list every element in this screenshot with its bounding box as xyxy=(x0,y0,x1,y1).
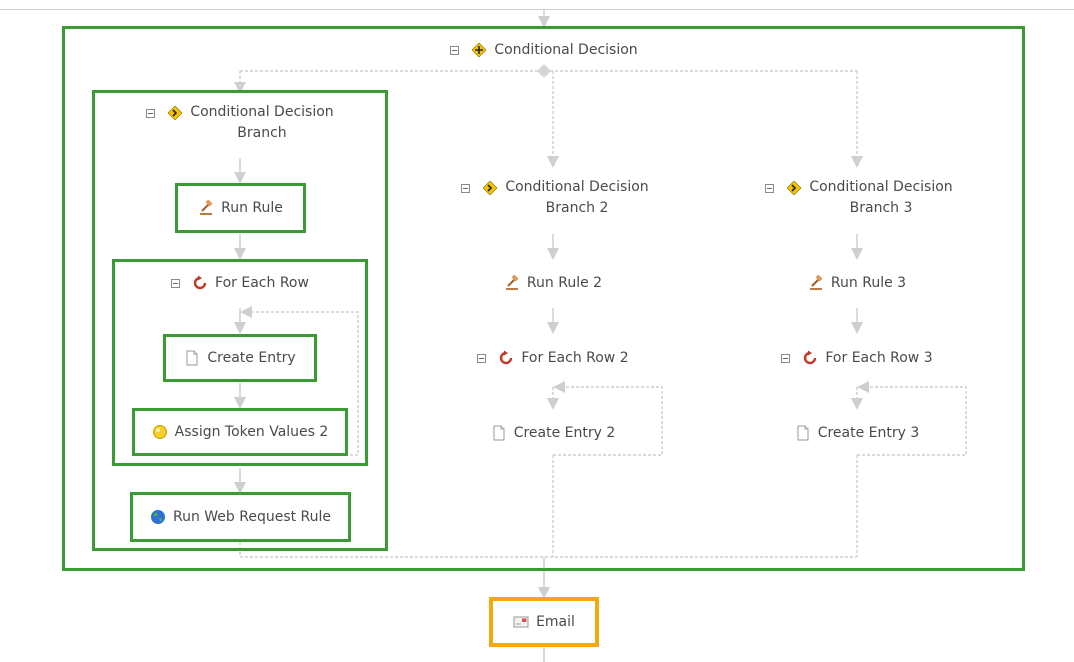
create-entry-highlight xyxy=(163,334,317,382)
branch-icon xyxy=(482,180,498,196)
create-entry-3-node[interactable]: Create Entry 3 xyxy=(787,421,927,445)
email-node[interactable]: Email xyxy=(494,610,594,634)
globe-icon xyxy=(150,509,166,525)
branch-3-node[interactable]: Conditional Decision Branch 3 xyxy=(744,177,974,221)
conditional-decision-icon xyxy=(471,42,487,58)
root-conditional-decision-node[interactable]: Conditional Decision xyxy=(430,38,658,62)
collapse-toggle-icon[interactable] xyxy=(461,184,471,193)
gavel-icon xyxy=(198,200,214,216)
collapse-toggle-icon[interactable] xyxy=(477,353,487,363)
for-each-row-node[interactable]: For Each Row xyxy=(150,271,330,295)
branch-icon xyxy=(786,180,802,196)
conditional-decision-container xyxy=(62,26,1025,571)
run-rule-2-node[interactable]: Run Rule 2 xyxy=(493,271,613,295)
document-icon xyxy=(795,425,811,441)
branch-1-container xyxy=(92,90,388,551)
loop-icon xyxy=(498,350,514,366)
run-web-request-highlight xyxy=(130,492,351,542)
branch-2-node[interactable]: Conditional Decision Branch 2 xyxy=(440,177,670,221)
gavel-icon xyxy=(808,275,824,291)
gavel-icon xyxy=(504,275,520,291)
create-entry-2-node[interactable]: Create Entry 2 xyxy=(483,421,623,445)
for-each-row-2-node[interactable]: For Each Row 2 xyxy=(468,346,638,370)
token-icon xyxy=(152,424,168,440)
collapse-toggle-icon[interactable] xyxy=(146,109,156,118)
assign-token-highlight xyxy=(132,408,348,456)
create-entry-node[interactable]: Create Entry xyxy=(168,346,312,370)
document-icon xyxy=(184,350,200,366)
run-web-request-rule-node[interactable]: Run Web Request Rule xyxy=(135,505,346,529)
collapse-toggle-icon[interactable] xyxy=(171,278,181,288)
branch-1-node[interactable]: Conditional Decision Branch xyxy=(120,102,360,146)
loop-icon xyxy=(802,350,818,366)
email-highlight xyxy=(489,597,599,647)
collapse-toggle-icon[interactable] xyxy=(450,45,460,55)
document-icon xyxy=(491,425,507,441)
collapse-toggle-icon[interactable] xyxy=(765,184,775,193)
assign-token-values-node[interactable]: Assign Token Values 2 xyxy=(137,420,343,444)
for-each-row-container xyxy=(112,259,368,466)
loop-icon xyxy=(192,275,208,291)
collapse-toggle-icon[interactable] xyxy=(781,353,791,363)
run-rule-node[interactable]: Run Rule xyxy=(180,196,301,220)
run-rule-3-node[interactable]: Run Rule 3 xyxy=(797,271,917,295)
top-divider xyxy=(0,9,1074,10)
for-each-row-3-node[interactable]: For Each Row 3 xyxy=(772,346,942,370)
run-rule-highlight xyxy=(175,183,306,233)
email-icon xyxy=(513,614,529,630)
branch-icon xyxy=(167,105,183,121)
